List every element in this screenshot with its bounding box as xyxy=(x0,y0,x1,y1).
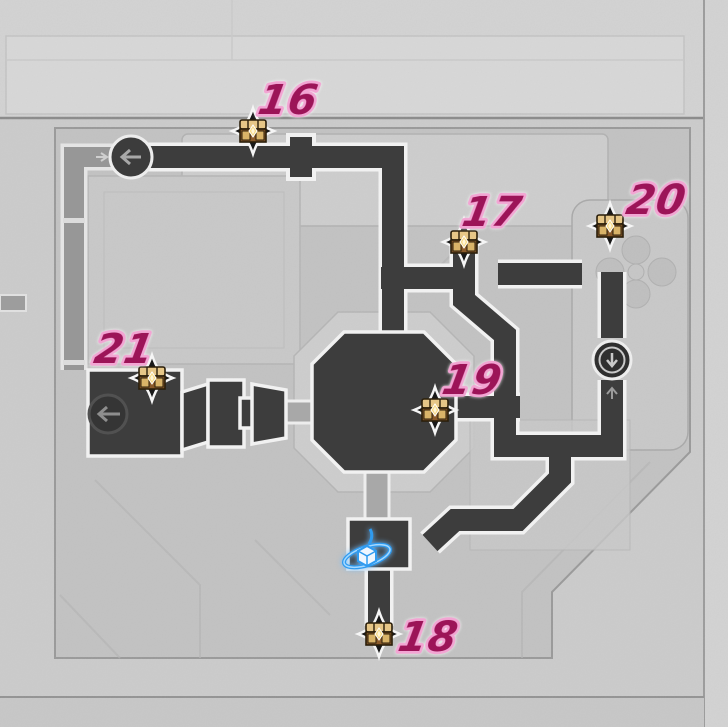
chest-label-21: 21 xyxy=(91,325,158,373)
chest-label-17: 17 xyxy=(459,188,526,236)
chest-label-20: 20 xyxy=(623,176,690,224)
left-arrow-icon xyxy=(119,148,141,166)
exit-marker-top-left[interactable] xyxy=(96,134,154,180)
central-octagon-room xyxy=(310,330,458,474)
chest-label-16: 16 xyxy=(255,76,322,124)
up-arrow-icon xyxy=(606,386,618,399)
elevator-marker-right[interactable] xyxy=(591,339,633,399)
right-arrow-icon xyxy=(96,152,109,162)
down-arrow-icon xyxy=(606,353,618,368)
chest-label-18: 18 xyxy=(395,613,462,661)
corridors xyxy=(0,137,623,626)
memory-bubble-marker[interactable] xyxy=(341,528,392,572)
room-exit-marker-21[interactable] xyxy=(87,393,129,435)
chest-label-19: 19 xyxy=(439,356,506,404)
spark-icon xyxy=(367,528,374,545)
left-arrow-icon xyxy=(96,405,120,423)
